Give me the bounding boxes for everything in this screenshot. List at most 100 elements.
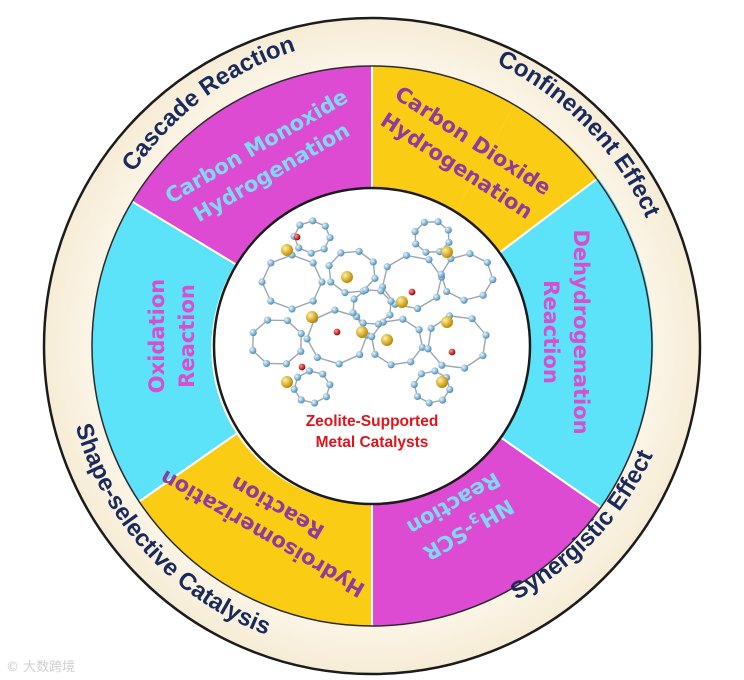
zeolite-atom xyxy=(418,343,426,351)
zeolite-atom xyxy=(258,278,266,286)
metal-particle xyxy=(381,334,393,346)
metal-particle xyxy=(281,244,293,256)
zeolite-atom xyxy=(297,347,305,356)
zeolite-atom xyxy=(359,319,367,327)
zeolite-atom xyxy=(262,359,271,368)
segment-co2 xyxy=(372,65,515,220)
metal-particle xyxy=(341,271,353,283)
zeolite-atom xyxy=(482,331,490,339)
zeolite-atom xyxy=(413,304,422,313)
zeolite-atom xyxy=(413,392,422,401)
zeolite-bond xyxy=(291,300,314,310)
zeolite-atom xyxy=(322,393,330,401)
zeolite-atom xyxy=(460,296,468,304)
center-title-line1: Zeolite-Supported xyxy=(306,413,439,430)
zeolite-bond xyxy=(386,254,407,268)
zeolite-atom xyxy=(263,316,272,324)
zeolite-atom xyxy=(283,316,292,325)
zeolite-atom xyxy=(424,345,432,353)
zeolite-atom xyxy=(466,250,474,258)
zeolite-atom xyxy=(249,346,257,355)
zeolite-atom xyxy=(371,274,379,282)
zeolite-atom xyxy=(267,259,275,267)
metal-particle xyxy=(441,246,453,258)
segment-outer-border xyxy=(91,65,653,627)
zeolite-atom xyxy=(350,295,358,303)
zeolite-atom xyxy=(433,293,441,301)
zeolite-atom xyxy=(307,249,315,257)
zeolite-atom xyxy=(368,333,376,341)
zeolite-atom xyxy=(422,248,430,256)
metal-particle xyxy=(396,296,408,308)
zeolite-bond xyxy=(338,354,360,365)
zeolite-atom xyxy=(309,297,317,305)
zeolite-atom xyxy=(434,218,442,226)
zeolite-atom xyxy=(321,222,329,230)
zeolite-atom xyxy=(411,227,419,236)
zeolite-atom xyxy=(371,350,379,358)
zeolite-atom xyxy=(349,309,357,317)
zeolite-atom xyxy=(438,396,447,404)
zeolite-atom xyxy=(438,361,446,369)
segment-hydroiso xyxy=(139,433,372,626)
zeolite-bond xyxy=(417,296,438,310)
zeolite-atom xyxy=(479,352,487,360)
zeolite-bond xyxy=(449,315,473,320)
zeolite-atom xyxy=(377,287,385,295)
zeolite-atom xyxy=(437,270,445,278)
zeolite-bond xyxy=(464,355,484,369)
zeolite-bond xyxy=(270,254,293,264)
zeolite-atom xyxy=(337,249,345,257)
zeolite-atom xyxy=(425,256,433,264)
zeolite-atom xyxy=(297,329,305,338)
zeolite-atom xyxy=(296,221,304,229)
promoter-atom xyxy=(448,348,456,356)
zeolite-atom xyxy=(383,263,391,271)
zeolite-atom xyxy=(369,258,377,266)
zeolite-bond xyxy=(270,300,293,310)
segment-nh3 xyxy=(372,437,602,627)
metal-particle xyxy=(356,326,368,338)
center-title-line2: Metal Catalysts xyxy=(316,434,429,451)
zeolite-atom xyxy=(399,315,407,323)
metal-particle xyxy=(306,311,318,323)
promoter-atom xyxy=(293,233,301,241)
zeolite-atom xyxy=(446,385,454,394)
metal-particle xyxy=(441,316,453,328)
zeolite-atom xyxy=(483,258,491,267)
zeolite-atom xyxy=(443,287,451,296)
oxidation-line1: Oxidation xyxy=(145,279,169,393)
zeolite-atom xyxy=(267,297,275,305)
zeolite-atom xyxy=(427,324,435,332)
zeolite-atom xyxy=(326,381,334,389)
zeolite-atom xyxy=(290,385,298,393)
segment-dehydro xyxy=(499,178,654,508)
zeolite-atom xyxy=(417,370,426,378)
segment-co2b xyxy=(451,104,599,253)
zeolite-atom xyxy=(361,286,370,294)
zeolite-atom xyxy=(386,311,394,319)
promoter-atom xyxy=(408,288,416,296)
zeolite-atom xyxy=(425,399,433,407)
zeolite-atom xyxy=(402,251,411,260)
dehydro-line1: Dehydrogenation xyxy=(569,229,593,434)
zeolite-atom xyxy=(461,364,469,372)
zeolite-atom xyxy=(288,305,296,313)
zeolite-atom xyxy=(479,291,487,299)
zeolite-atom xyxy=(303,335,311,343)
zeolite-bond xyxy=(291,254,314,264)
segment-oxidation xyxy=(92,201,237,502)
zeolite-atom xyxy=(415,326,423,334)
segment-dividers xyxy=(132,66,602,626)
zeolite-atom xyxy=(310,399,319,407)
zeolite-atom xyxy=(356,351,364,359)
zeolite-atom xyxy=(295,244,303,252)
zeolite-atom xyxy=(294,373,302,381)
zeolite-atom xyxy=(420,218,428,226)
promoter-atom xyxy=(333,328,341,336)
zeolite-atom xyxy=(297,396,305,404)
zeolite-atom xyxy=(412,240,420,248)
zeolite-atom xyxy=(331,306,339,314)
zeolite-atom xyxy=(387,361,395,369)
